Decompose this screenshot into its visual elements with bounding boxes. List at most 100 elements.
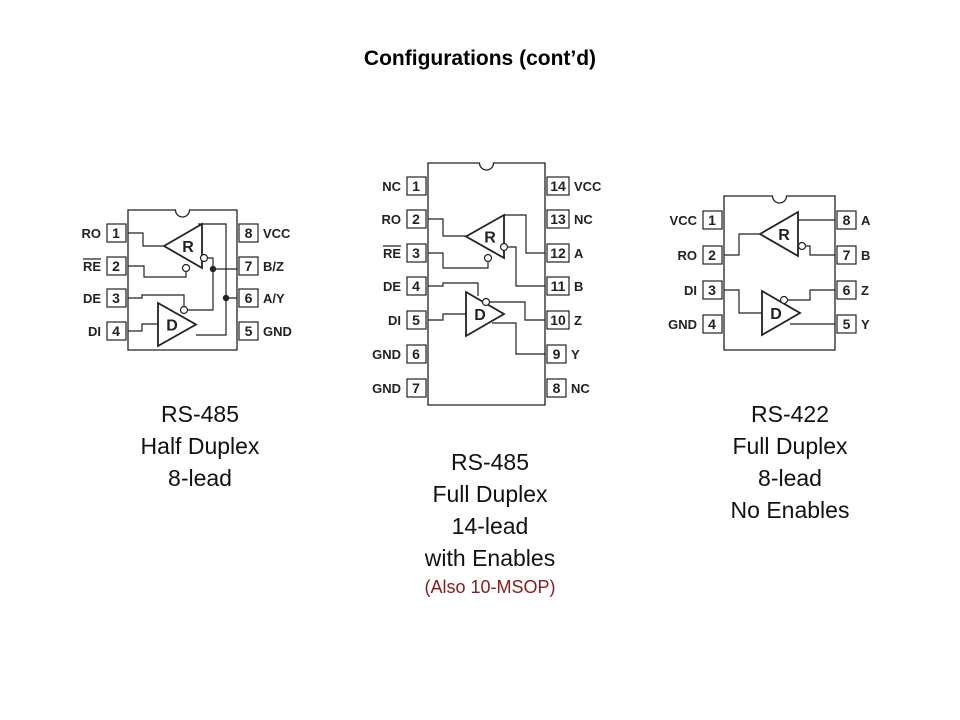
pin-box	[406, 378, 427, 398]
caption-line: 8-lead	[758, 465, 822, 491]
pin-number: 6	[245, 290, 253, 306]
pin-number: 12	[550, 245, 566, 261]
pin-box	[836, 245, 857, 265]
pin-label-gnd: GND	[372, 381, 401, 396]
caption-line: RS-485	[161, 401, 239, 427]
pin-box	[106, 321, 127, 341]
wire	[196, 298, 227, 336]
pin-label-ro: RO	[82, 226, 102, 241]
wire	[128, 232, 164, 247]
driver-label: D	[474, 307, 486, 324]
caption-line: RS-422	[751, 401, 829, 427]
ic-body	[723, 195, 836, 351]
pin-box	[546, 310, 570, 330]
wire	[128, 265, 187, 278]
pin-number: 8	[553, 380, 561, 396]
pin-box	[238, 321, 259, 341]
pin-number: 1	[708, 212, 716, 228]
pin-label-nc: NC	[574, 212, 593, 227]
caption-line: Half Duplex	[140, 433, 260, 459]
pin-box	[546, 378, 567, 398]
pin-number: 8	[245, 225, 253, 241]
pin-box	[238, 288, 259, 308]
pin-label-di: DI	[88, 324, 101, 339]
caption-rs422: RS-422 Full Duplex 8-lead No Enables	[690, 398, 890, 526]
caption-line: 8-lead	[168, 465, 232, 491]
pin-number: 3	[112, 290, 120, 306]
wire	[188, 269, 214, 311]
pin-label-gnd: GND	[372, 347, 401, 362]
wire	[508, 246, 545, 287]
wire	[724, 289, 762, 314]
wire	[198, 223, 237, 299]
pin-number: 2	[708, 247, 716, 263]
pin-label-re: RE	[83, 259, 101, 274]
pin-label-de: DE	[83, 291, 101, 306]
pin-box	[406, 176, 427, 196]
pin-box	[106, 256, 127, 276]
wire	[208, 257, 237, 270]
pin-box	[546, 243, 570, 263]
wire	[428, 218, 466, 237]
caption-line: with Enables	[424, 545, 556, 571]
pin-box	[238, 256, 259, 276]
pin-number: 7	[412, 380, 420, 396]
wire	[806, 245, 835, 256]
ic-body	[127, 209, 238, 351]
pin-label-y: Y	[571, 347, 580, 362]
receiver-triangle	[758, 210, 799, 258]
caption-line: No Enables	[730, 497, 850, 523]
pin-box	[702, 245, 723, 265]
pin-box	[406, 209, 427, 229]
pin-number: 14	[550, 178, 566, 194]
caption-line: Full Duplex	[432, 481, 548, 507]
pin-number: 8	[843, 212, 851, 228]
pin-label-vcc: VCC	[574, 179, 602, 194]
wire	[492, 322, 545, 355]
pin-number: 6	[843, 282, 851, 298]
caption-half-duplex: RS-485 Half Duplex 8-lead	[100, 398, 300, 494]
pin-number: 13	[550, 211, 566, 227]
pin-label-ro: RO	[382, 212, 402, 227]
pin-number: 2	[412, 211, 420, 227]
pin-box	[406, 243, 427, 263]
pin-number: 3	[412, 245, 420, 261]
pin-label-vcc: VCC	[263, 226, 291, 241]
pin-label-b-z: B/Z	[263, 259, 284, 274]
receiver-triangle	[162, 222, 203, 270]
pin-number: 5	[245, 323, 253, 339]
pin-box	[546, 344, 567, 364]
pin-label-y: Y	[861, 317, 870, 332]
pin-box	[106, 223, 127, 243]
inversion-bubble	[179, 305, 189, 315]
pin-box	[836, 210, 857, 230]
pin-label-nc: NC	[571, 381, 590, 396]
inversion-bubble	[199, 253, 209, 263]
pin-label-nc: NC	[382, 179, 401, 194]
driver-triangle	[157, 301, 198, 348]
pin-label-di: DI	[388, 313, 401, 328]
driver-label: D	[166, 318, 178, 335]
pin-label-z: Z	[574, 313, 582, 328]
pin-number: 5	[843, 316, 851, 332]
pin-box	[406, 276, 427, 296]
caption-note: (Also 10-MSOP)	[424, 577, 556, 597]
pin-number: 3	[708, 282, 716, 298]
caption-line: Full Duplex	[732, 433, 848, 459]
pin-box	[106, 288, 127, 308]
pin-number: 9	[553, 346, 561, 362]
pin-number: 10	[550, 312, 566, 328]
slide-title: Configurations (cont’d)	[363, 47, 597, 70]
pin-box	[406, 344, 427, 364]
pin-box	[546, 276, 570, 296]
pin-label-di: DI	[684, 283, 697, 298]
junction-dot	[209, 265, 217, 273]
caption-line: 14-lead	[451, 513, 529, 539]
wire	[428, 252, 489, 269]
pin-number: 4	[412, 278, 420, 294]
pin-number: 2	[112, 258, 120, 274]
wire	[128, 294, 185, 307]
receiver-label: R	[778, 227, 790, 244]
inversion-bubble	[779, 295, 789, 305]
pin-number: 6	[412, 346, 420, 362]
